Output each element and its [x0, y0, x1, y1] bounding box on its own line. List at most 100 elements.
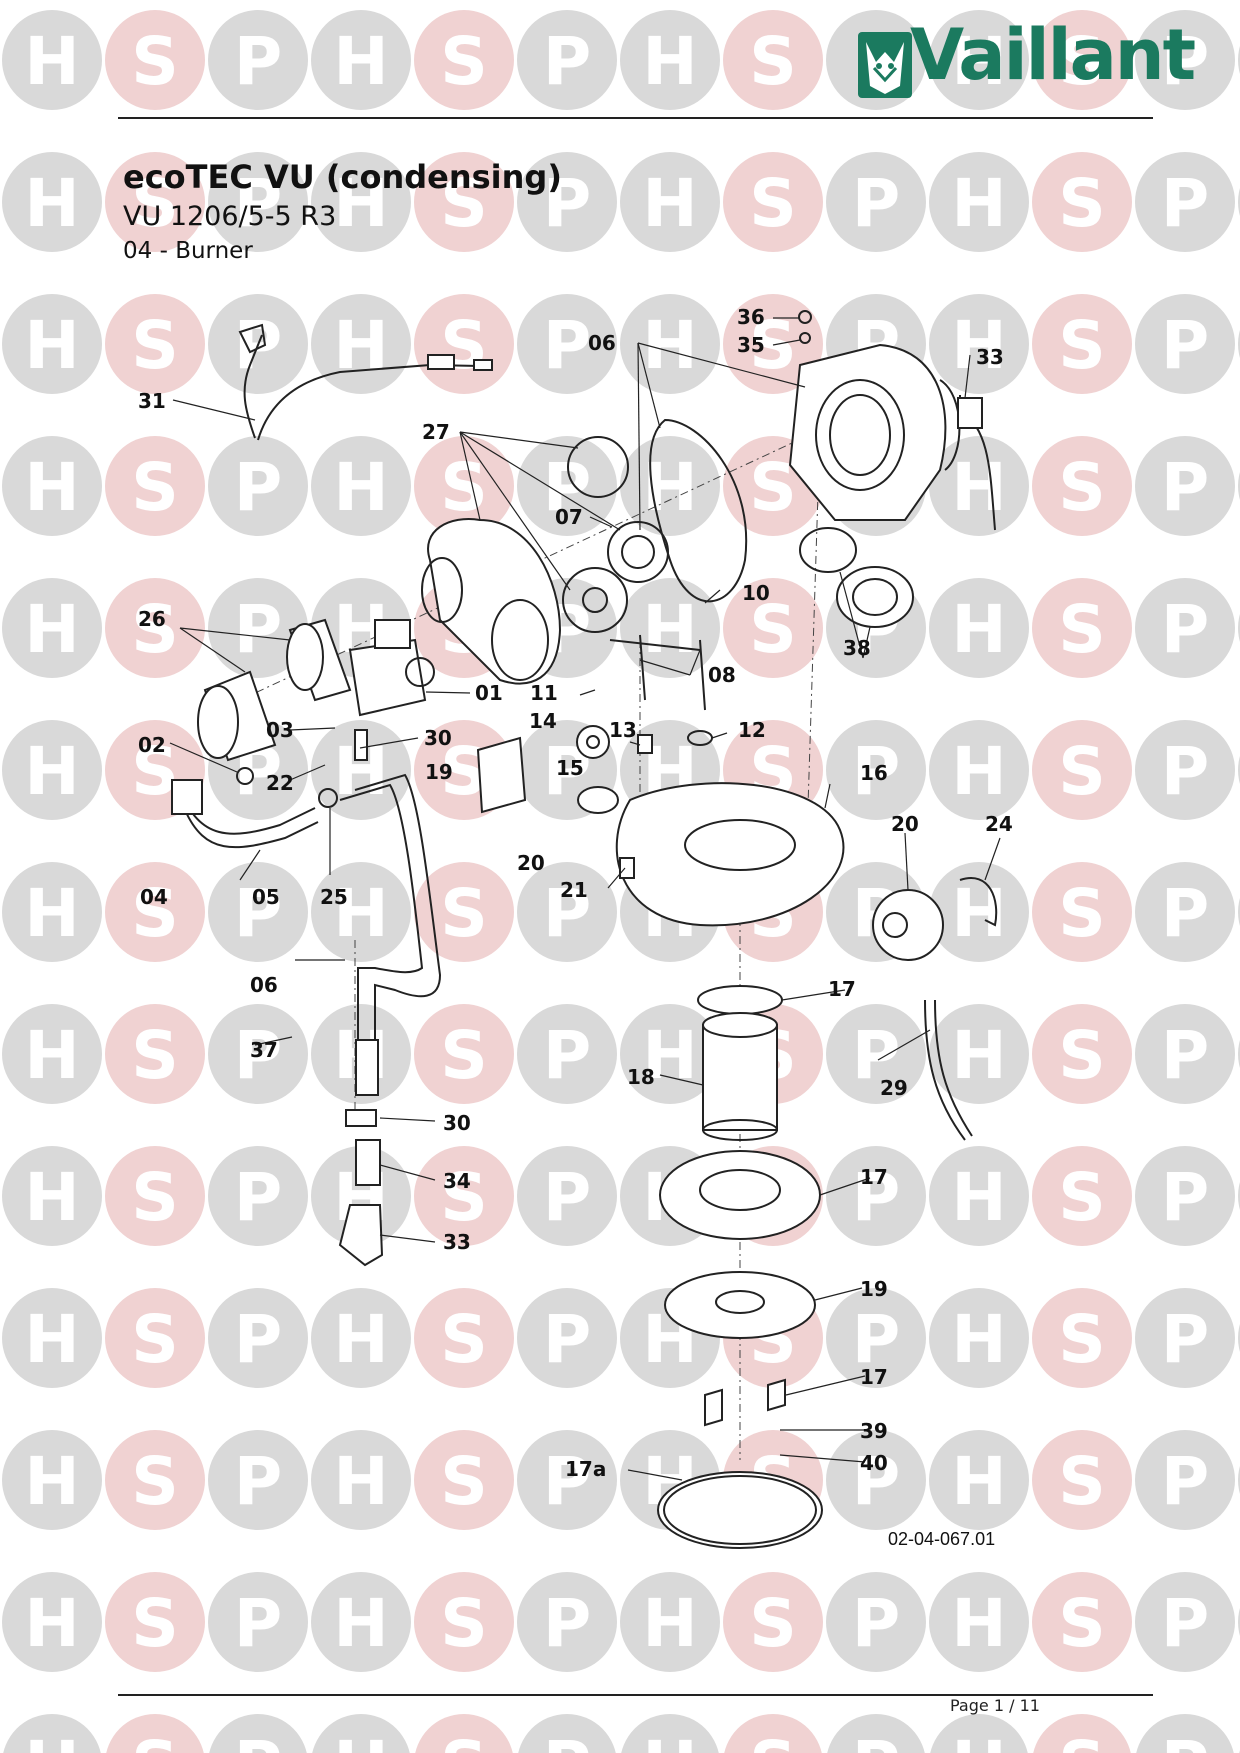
- watermark-circle: [209, 1714, 307, 1753]
- watermark-letter: P: [852, 1585, 900, 1662]
- watermark-letter: H: [24, 591, 79, 668]
- watermark-letter: S: [131, 1159, 179, 1236]
- watermark-letter: H: [951, 733, 1006, 810]
- watermark-circle: [1136, 1714, 1234, 1753]
- washer-part: [799, 332, 811, 344]
- watermark-letter: H: [333, 1443, 388, 1520]
- watermark-circle: [2, 578, 102, 678]
- watermark-circle: [311, 862, 411, 962]
- watermark-letter: S: [1058, 591, 1106, 668]
- watermark-circle: [311, 1430, 411, 1530]
- watermark-letter: S: [1058, 1159, 1106, 1236]
- drawing-number: 02-04-067.01: [888, 1529, 996, 1549]
- watermark-circle: [105, 1288, 205, 1388]
- callout: 19: [425, 760, 453, 784]
- watermark-letter: P: [234, 449, 282, 526]
- electrode-part: [609, 634, 706, 711]
- watermark-letter: S: [131, 733, 179, 810]
- watermark-circle: [105, 1146, 205, 1246]
- watermark-circle: [1032, 720, 1132, 820]
- watermark-letter: H: [24, 875, 79, 952]
- watermark-letter: S: [131, 1585, 179, 1662]
- watermark-letter: P: [1161, 591, 1209, 668]
- watermark-circle: [724, 1714, 822, 1753]
- watermark-circle: [929, 720, 1029, 820]
- callout: 07: [555, 505, 583, 529]
- callout: 37: [250, 1038, 278, 1062]
- pipe-flange-part: [171, 779, 203, 815]
- callout: 13: [609, 718, 637, 742]
- watermark-circle: [620, 1572, 720, 1672]
- flange-part: [607, 521, 669, 583]
- watermark-letter: S: [440, 1159, 488, 1236]
- header-rule: [118, 117, 1153, 119]
- watermark-letter: P: [543, 1727, 591, 1753]
- bracket-part: [354, 729, 368, 761]
- callout: 27: [422, 420, 450, 444]
- watermark-circle: [826, 1430, 926, 1530]
- watermark-circle: [1032, 294, 1132, 394]
- watermark-letter: S: [131, 1017, 179, 1094]
- watermark-letter: S: [440, 875, 488, 952]
- callout: 15: [556, 756, 584, 780]
- watermark-circle: [105, 152, 205, 252]
- watermark-circle: [517, 10, 617, 110]
- watermark-letter: H: [24, 1585, 79, 1662]
- watermark-letter: P: [1161, 449, 1209, 526]
- watermark-circle: [929, 1146, 1029, 1246]
- watermark-letter: S: [749, 591, 797, 668]
- watermark-letter: H: [24, 307, 79, 384]
- callout: 36: [737, 305, 765, 329]
- callout: 17: [828, 977, 856, 1001]
- callout: 12: [738, 718, 766, 742]
- motor-clip-part: [959, 877, 998, 927]
- fan-gasket-40-part: [799, 527, 857, 573]
- watermark-letter: P: [852, 733, 900, 810]
- watermark-letter: S: [749, 449, 797, 526]
- watermark-letter: H: [951, 165, 1006, 242]
- watermark-circle: [208, 152, 308, 252]
- watermark-circle: [311, 1572, 411, 1672]
- watermark-letter: P: [543, 1301, 591, 1378]
- section-name: 04 - Burner: [123, 238, 253, 264]
- callout: 01: [475, 681, 503, 705]
- hose-part: [924, 999, 966, 1141]
- watermark-circle: [1032, 1146, 1132, 1246]
- bracket-13-part: [637, 734, 653, 754]
- watermark-letter: S: [1058, 165, 1106, 242]
- watermark-circle: [1032, 1572, 1132, 1672]
- seal-part-2: [318, 788, 338, 808]
- watermark-circle: [1032, 1004, 1132, 1104]
- sight-glass-seal-part: [577, 786, 619, 814]
- watermark-letter: P: [543, 1585, 591, 1662]
- watermark-circle: [1135, 1004, 1235, 1104]
- watermark-letter: S: [440, 307, 488, 384]
- watermark-circle: [1032, 578, 1132, 678]
- page-number: Page 1 / 11: [950, 1696, 1040, 1715]
- watermark-letter: P: [852, 1017, 900, 1094]
- watermark-circle: [414, 152, 514, 252]
- pipe-stub-part: [355, 1039, 379, 1096]
- watermark-circle: [1135, 1572, 1235, 1672]
- watermark-letter: H: [951, 449, 1006, 526]
- watermark-circle: [2, 720, 102, 820]
- watermark-letter: P: [234, 591, 282, 668]
- watermark-letter: P: [234, 23, 282, 100]
- callout: 08: [708, 663, 736, 687]
- watermark-letter: P: [234, 1017, 282, 1094]
- watermark-letter: P: [1161, 1301, 1209, 1378]
- watermark-circle: [517, 1288, 617, 1388]
- watermark-circle: [723, 578, 823, 678]
- watermark-letter: S: [131, 449, 179, 526]
- watermark-letter: H: [24, 733, 79, 810]
- watermark-letter: S: [749, 307, 797, 384]
- watermark-letter: H: [951, 23, 1006, 100]
- watermark-circle: [208, 1430, 308, 1530]
- watermark-letter: S: [440, 1727, 488, 1753]
- callout-labels: 31 06 36 35 27 07 33 26 10 38 01 11 08 0…: [138, 305, 1013, 1481]
- watermark-circle: [1032, 862, 1132, 962]
- union-part: [355, 1139, 381, 1186]
- callout: 18: [627, 1065, 655, 1089]
- watermark-circle: [414, 862, 514, 962]
- watermark-letter: P: [234, 1159, 282, 1236]
